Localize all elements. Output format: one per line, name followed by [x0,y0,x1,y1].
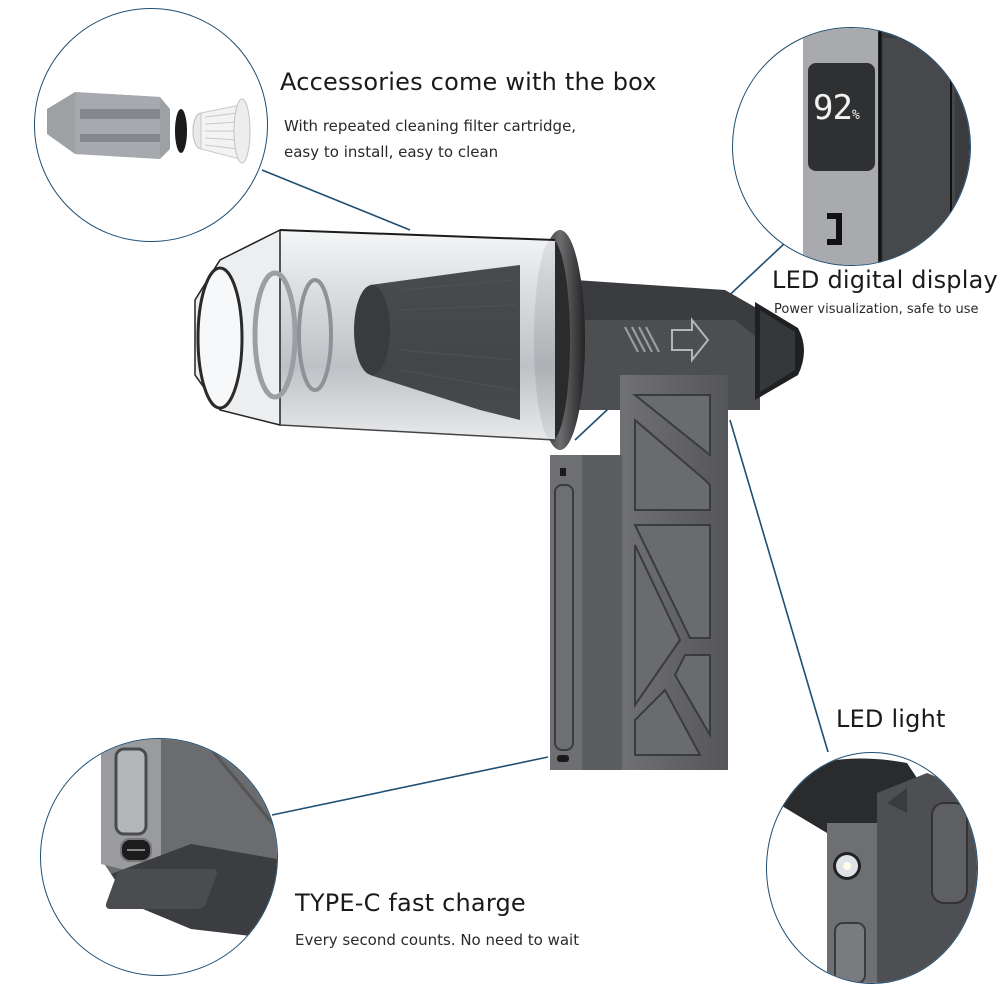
accessories-callout-circle [34,8,268,242]
accessories-line-2: easy to install, easy to clean [284,143,499,161]
led-display-callout-circle: 92% [732,27,971,266]
battery-value: 92 [813,88,853,128]
product-image [194,228,804,770]
type-c-port-image [101,739,277,939]
type-c-title: TYPE-C fast charge [295,889,526,917]
led-display-description: Power visualization, safe to use [774,302,979,317]
accessories-description: With repeated cleaning filter cartridge,… [284,113,576,165]
type-c-description: Every second counts. No need to wait [295,931,580,949]
type-c-callout-circle [40,738,278,976]
battery-unit: % [851,108,860,123]
led-display-image [803,28,970,265]
led-light-image [767,758,977,983]
led-light-callout-circle [766,752,978,984]
led-light-title: LED light [836,705,946,733]
led-display-title: LED digital display [772,266,998,294]
battery-readout: 92% [813,88,860,128]
accessories-line-1: With repeated cleaning filter cartridge, [284,117,577,135]
accessories-image [47,92,251,164]
accessories-title: Accessories come with the box [280,68,657,96]
